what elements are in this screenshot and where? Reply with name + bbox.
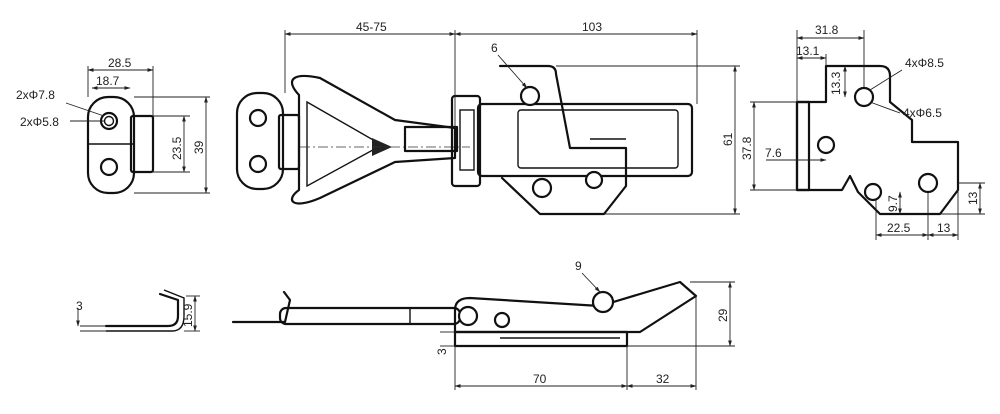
hook-plate-outline <box>86 95 136 195</box>
latch-base-hole-2 <box>531 177 553 199</box>
base-hole-bottom <box>863 182 883 202</box>
dim-hook-thickness: 3 <box>76 299 83 313</box>
latch-clamp-block <box>450 94 482 188</box>
base-plate-view: 31.8 13.1 13.3 4xΦ8.5 4xΦ6.5 37.8 7.6 22… <box>740 23 985 240</box>
base-plate-outline <box>795 64 960 216</box>
dim-base-foot-height: 9.7 <box>886 195 900 212</box>
dim-hook-height: 39 <box>192 140 206 154</box>
side-pivot-2 <box>493 311 511 329</box>
dim-base-foot-width: 22.5 <box>887 221 911 235</box>
latch-top-view: 45-75 103 6 61 <box>235 20 740 216</box>
latch-hook-hole-bottom <box>248 154 268 174</box>
base-hole-left <box>816 135 836 155</box>
dim-base-thickness: 3 <box>435 348 449 355</box>
dim-base-foot-end: 13 <box>937 221 951 235</box>
hook-profile-outline <box>104 292 180 328</box>
hook-plate-front-view: 28.5 18.7 2xΦ7.8 2xΦ5.8 23.5 39 <box>16 56 210 195</box>
latch-loop-inner <box>306 100 384 188</box>
dim-base-holes-small: 4xΦ6.5 <box>903 106 942 120</box>
dim-base-height: 37.8 <box>740 136 754 160</box>
dim-base-holes-large: 4xΦ8.5 <box>905 56 944 70</box>
hook-side-profile: 3 15.9 <box>76 289 200 332</box>
latch-body-inner <box>517 109 679 169</box>
side-hook-end <box>231 290 292 324</box>
dim-hook-hole-span: 18.7 <box>96 74 120 88</box>
dim-side-length: 70 <box>533 372 547 386</box>
latch-loop-outer <box>291 74 457 205</box>
side-rod <box>278 306 462 326</box>
latch-hook-hole-top <box>248 108 268 128</box>
hook-hole-bottom <box>99 157 119 177</box>
side-pivot-3 <box>591 290 615 314</box>
dim-hook-width: 28.5 <box>108 56 132 70</box>
callout-6: 6 <box>491 41 498 55</box>
dim-hook-holes-large: 2xΦ7.8 <box>16 88 55 102</box>
callout-9: 9 <box>575 259 582 273</box>
dim-base-flange: 7.6 <box>765 146 782 160</box>
dim-side-lever: 32 <box>656 372 670 386</box>
dim-base-top-gap: 13.3 <box>829 71 843 95</box>
dim-side-height: 29 <box>716 308 730 322</box>
base-hole-top <box>853 86 875 108</box>
dim-body-length: 103 <box>582 20 602 34</box>
side-lever <box>453 280 698 334</box>
dim-hook-inner-height: 23.5 <box>170 136 184 160</box>
latch-side-view: 9 70 32 29 3 <box>231 259 735 390</box>
dim-base-width: 31.8 <box>815 23 839 37</box>
latch-rod <box>403 125 459 153</box>
latch-clamp-inner <box>459 109 475 171</box>
side-pivot-1 <box>457 305 479 327</box>
latch-hook-plate <box>235 91 285 191</box>
base-plate-flange <box>795 100 811 192</box>
dim-base-offset: 13.1 <box>796 44 820 58</box>
hook-hole-top-inner <box>103 115 115 127</box>
dim-base-foot-side: 13 <box>966 191 980 205</box>
latch-base-plate <box>498 64 628 216</box>
hook-profile-inner <box>106 289 185 332</box>
dim-total-height: 61 <box>721 132 735 146</box>
latch-base-hole-3 <box>584 170 604 190</box>
side-base <box>453 330 629 348</box>
latch-base-hole-1 <box>519 85 541 107</box>
dim-hook-profile-height: 15.9 <box>181 303 195 327</box>
base-hole-right <box>917 172 939 194</box>
dim-hook-holes-small: 2xΦ5.8 <box>20 115 59 129</box>
dim-adjust-range: 45-75 <box>356 20 387 34</box>
latch-body <box>476 102 694 178</box>
